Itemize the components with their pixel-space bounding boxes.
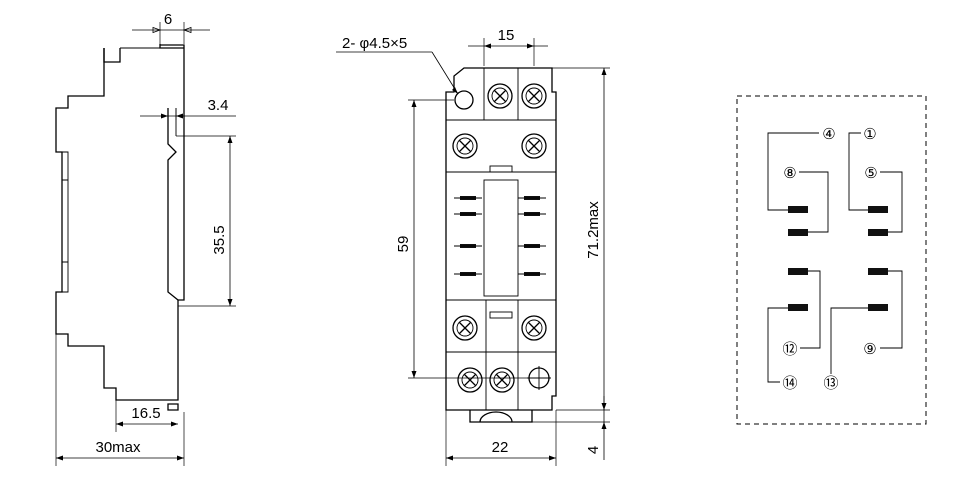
terminal-5: ⑤ [864, 165, 877, 182]
front-view: 2- φ4.5×5 15 59 71.2max 4 22 [336, 27, 610, 466]
terminal-12: ⑫ [782, 341, 797, 358]
terminal-14: ⑭ [782, 375, 797, 392]
dim-rail-height: 35.5 [211, 225, 228, 254]
side-view-outline [55, 44, 185, 401]
mounting-hole-top [454, 90, 474, 110]
screw-terminal-icon [452, 133, 478, 159]
contact-pins [454, 196, 546, 276]
dim-height-max: 71.2max [585, 201, 602, 259]
dim-hole-spacing: 59 [395, 236, 412, 253]
screw-terminal-icon [457, 367, 483, 393]
screw-terminal-icon [489, 367, 515, 393]
wiring-diagram: ④ ① ⑧ ⑤ ⑫ ⑨ ⑭ ⑬ [736, 95, 927, 425]
dim-rail-step: 3.4 [208, 97, 229, 114]
hole-note: 2- φ4.5×5 [342, 35, 407, 52]
dim-depth-inner: 16.5 [131, 405, 160, 422]
dim-clip: 4 [585, 446, 602, 454]
wiring-boundary [736, 95, 927, 425]
terminal-8: ⑧ [783, 165, 796, 182]
screw-terminals [452, 83, 547, 393]
dim-depth-max: 30max [95, 439, 141, 456]
dim-terminal-pitch: 15 [498, 27, 515, 44]
dim-width: 22 [492, 439, 509, 456]
front-view-outline [445, 67, 557, 411]
screw-terminal-icon [452, 315, 478, 341]
terminal-4: ④ [822, 126, 835, 143]
screw-terminal-icon [521, 133, 547, 159]
screw-terminal-icon [521, 83, 547, 109]
terminal-9: ⑨ [863, 341, 876, 358]
side-view: 6 3.4 35.5 16.5 30max [55, 11, 236, 466]
terminal-13: ⑬ [823, 375, 838, 392]
terminal-1: ① [863, 126, 876, 143]
dim-top-width: 6 [164, 11, 172, 28]
screw-terminal-icon [521, 315, 547, 341]
screw-terminal-icon [487, 83, 513, 109]
